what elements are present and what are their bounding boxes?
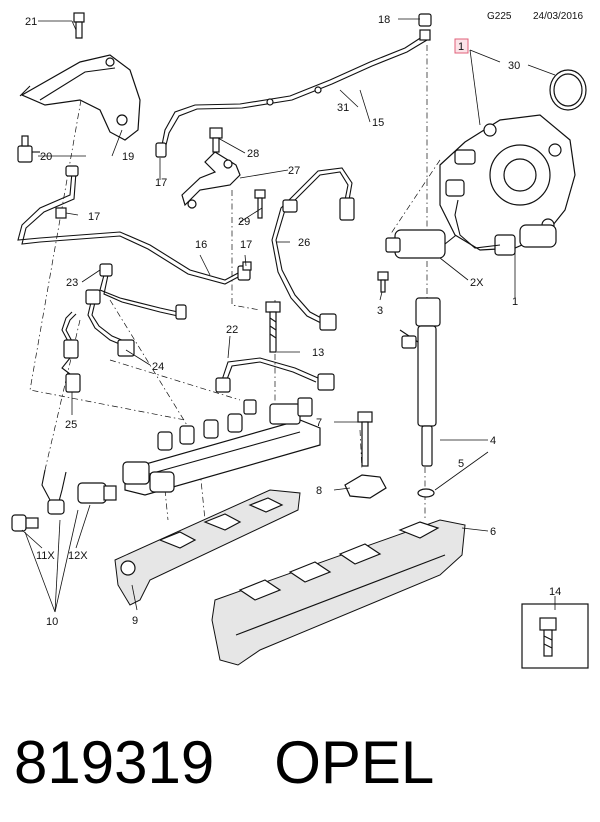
plug-11x	[11, 514, 39, 532]
bolt-21	[73, 12, 85, 39]
callout-4: 4	[490, 435, 496, 447]
callout-30: 30	[508, 60, 520, 72]
callout-24: 24	[152, 361, 164, 373]
leader-lines	[21, 18, 556, 613]
cylinder-head-6	[211, 519, 466, 666]
bracket-27	[181, 151, 241, 209]
bracket-19	[19, 54, 141, 141]
callout-11x: 11X	[36, 550, 55, 562]
pressure-pipe-26	[271, 167, 355, 331]
washer-5	[417, 488, 435, 498]
callout-1: 1	[512, 296, 518, 308]
callout-22: 22	[226, 324, 238, 336]
fuel-rail-9	[122, 397, 321, 496]
valve-12x	[77, 482, 117, 504]
pipe-22	[215, 357, 335, 393]
sensor-10	[41, 469, 67, 515]
brand-name: OPEL	[274, 729, 435, 796]
callout-19: 19	[122, 151, 134, 163]
clip-17-right	[242, 261, 252, 271]
diagram-code: G225	[487, 11, 512, 22]
callout-1-boxed: 1	[458, 41, 464, 53]
callout-21: 21	[25, 16, 37, 28]
injector-4	[399, 297, 441, 467]
clip-17-left	[55, 207, 67, 219]
fuel-injection-exploded-diagram: G225 24/03/2016	[11, 11, 589, 669]
callout-15: 15	[372, 117, 384, 129]
callout-2x: 2X	[470, 277, 484, 289]
bolt-13	[265, 301, 281, 353]
callout-6: 6	[490, 526, 496, 538]
callout-23: 23	[66, 277, 78, 289]
callout-17-b: 17	[88, 211, 100, 223]
o-ring-30	[549, 69, 587, 111]
callout-10: 10	[46, 616, 58, 628]
callout-9: 9	[132, 615, 138, 627]
pipe-23	[99, 263, 187, 320]
callout-25: 25	[65, 419, 77, 431]
bolt-28	[209, 127, 223, 153]
rail-bracket-9	[114, 489, 301, 606]
callout-13: 13	[312, 347, 324, 359]
return-line-15	[155, 13, 432, 158]
callout-28: 28	[247, 148, 259, 160]
pipe-25	[61, 311, 81, 393]
callout-29: 29	[238, 216, 250, 228]
callout-16: 16	[195, 239, 207, 251]
clamp-8	[344, 474, 387, 499]
callout-3: 3	[377, 305, 383, 317]
sensor-20	[17, 135, 40, 163]
high-pressure-pump-1	[439, 114, 576, 256]
inset-bolt-14	[521, 603, 589, 669]
callout-7: 7	[316, 417, 322, 429]
callout-14: 14	[549, 586, 561, 598]
bolt-7	[357, 411, 373, 467]
part-number: 819319	[14, 729, 215, 796]
bolt-29	[254, 189, 266, 219]
callout-31: 31	[337, 102, 349, 114]
callout-17-c: 17	[240, 239, 252, 251]
callout-26: 26	[298, 237, 310, 249]
callout-18: 18	[378, 14, 390, 26]
callout-20: 20	[40, 151, 52, 163]
callout-5: 5	[458, 458, 464, 470]
callout-27: 27	[288, 165, 300, 177]
screw-3	[377, 271, 389, 293]
callout-8: 8	[316, 485, 322, 497]
pipe-24	[85, 289, 135, 357]
callout-17-a: 17	[155, 177, 167, 189]
callout-labels: 1 30 21 18 31 15 20 19 28 27 17 17 29 26…	[25, 14, 561, 628]
callout-12x: 12X	[68, 550, 88, 562]
diagram-date: 24/03/2016	[533, 11, 583, 22]
pressure-valve-2x	[385, 229, 461, 259]
footer: 819319 OPEL	[14, 718, 594, 808]
callout-1-box	[454, 38, 469, 54]
